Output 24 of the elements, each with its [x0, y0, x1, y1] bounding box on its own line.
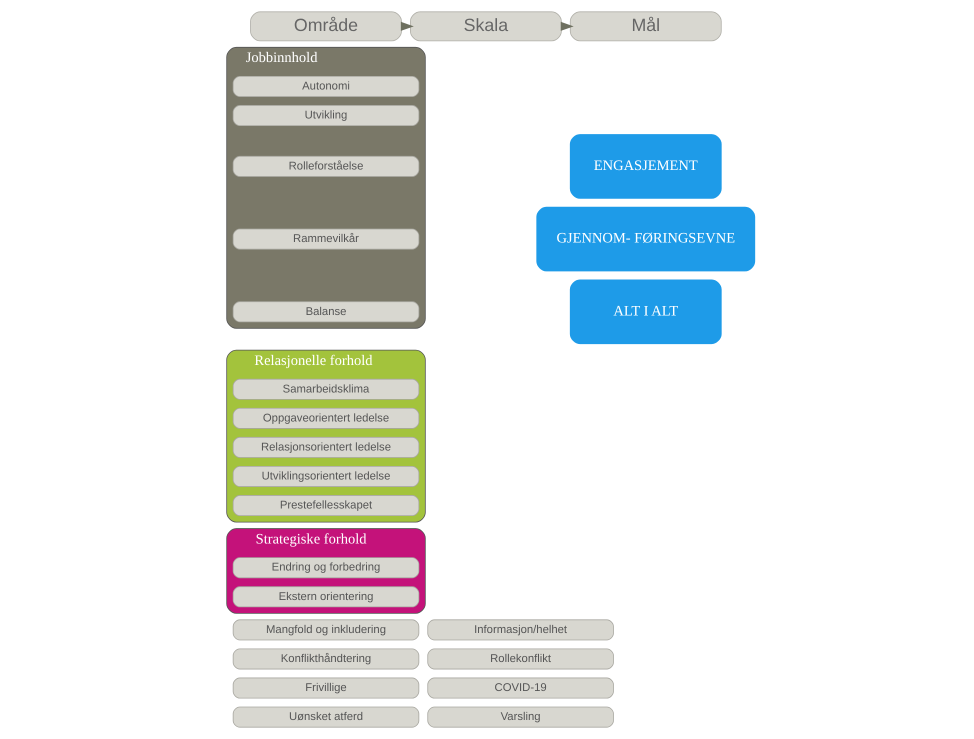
node-box: ENGASJEMENT [569, 134, 722, 199]
node-box: Prestefellesskapet [232, 495, 419, 516]
node-box: Rollekonflikt [426, 648, 614, 670]
node-box: ALT I ALT [569, 279, 722, 344]
node-box: Ekstern orientering [232, 586, 419, 608]
node-box: Utvikling [232, 105, 419, 126]
node-box: Konflikthåndtering [232, 648, 419, 670]
node-box: Oppgaveorientert ledelse [232, 408, 419, 429]
node-box: Endring og forbedring [232, 557, 419, 578]
node-box: Utviklingsorientert ledelse [232, 466, 419, 487]
node-box: Frivillige [232, 678, 419, 699]
node-box: Rolleforståelse [232, 156, 419, 177]
node-box: Informasjon/helhet [426, 619, 614, 640]
node-box: Uønsket atferd [232, 706, 419, 728]
node-box: Mangfold og inkludering [232, 619, 419, 640]
node-box: Balanse [232, 301, 419, 322]
node-box: Samarbeidsklima [232, 378, 419, 400]
node-box: Varsling [426, 706, 614, 728]
node-box: Mål [569, 11, 722, 42]
node-box: Autonomi [232, 76, 419, 97]
node-box: Relasjonsorientert ledelse [232, 436, 419, 458]
node-box: Rammevilkår [232, 228, 419, 250]
node-box: COVID-19 [426, 678, 614, 699]
node-box: GJENNOM- FØRINGSEVNE [536, 206, 755, 272]
